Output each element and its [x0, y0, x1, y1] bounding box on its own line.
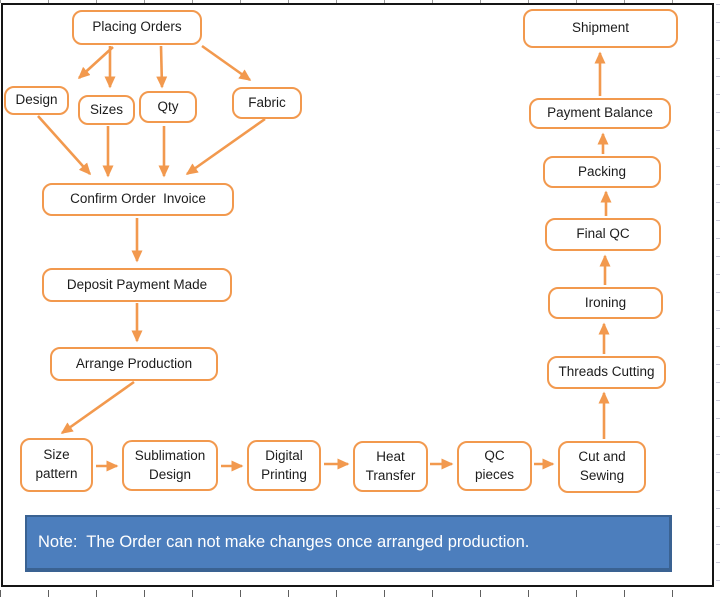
node-label: Ironing: [584, 294, 627, 310]
node-label: Design: [15, 92, 58, 108]
node-label: Cut and Sewing: [578, 449, 626, 483]
node-ironing: Ironing: [548, 287, 663, 319]
node-qty: Qty: [139, 91, 197, 123]
node-label: Threads Cutting: [558, 364, 655, 380]
node-threads-cutting: Threads Cutting: [547, 356, 666, 389]
node-label: Fabric: [248, 94, 286, 110]
node-label: Payment Balance: [547, 105, 653, 121]
node-cut-and-sewing: Cut and Sewing: [558, 441, 646, 493]
node-label: Arrange Production: [75, 355, 193, 371]
node-deposit-payment-made: Deposit Payment Made: [42, 268, 232, 302]
node-label: Deposit Payment Made: [66, 276, 208, 292]
column-tick-marks-bottom: [0, 590, 720, 597]
node-label: Heat Transfer: [365, 448, 416, 483]
node-sizes: Sizes: [78, 95, 135, 125]
node-label: Sizes: [89, 101, 123, 117]
node-label: Qty: [157, 98, 179, 114]
node-sublimation-design: Sublimation Design: [122, 440, 218, 491]
node-qc-pieces: QC pieces: [457, 441, 532, 491]
note-text: Note: The Order can not make changes onc…: [38, 533, 530, 551]
node-label: Digital Printing: [261, 447, 307, 482]
node-design: Design: [4, 86, 69, 115]
node-label: Final QC: [576, 226, 630, 242]
node-confirm-order-invoice: Confirm Order Invoice: [42, 183, 234, 216]
node-label: Sublimation Design: [134, 447, 206, 482]
node-shipment: Shipment: [523, 9, 678, 48]
node-payment-balance: Payment Balance: [529, 98, 671, 129]
diagram-frame: [1, 3, 714, 587]
node-label: Confirm Order Invoice: [70, 191, 206, 207]
node-label: Shipment: [571, 20, 630, 36]
row-tick-marks: [716, 4, 720, 587]
node-label: Packing: [577, 163, 627, 179]
node-arrange-production: Arrange Production: [50, 347, 218, 381]
node-final-qc: Final QC: [545, 218, 661, 251]
node-label: Placing Orders: [92, 19, 182, 35]
node-heat-transfer: Heat Transfer: [353, 441, 428, 492]
node-fabric: Fabric: [232, 87, 302, 119]
column-tick-marks: [0, 0, 720, 3]
node-label: QC pieces: [474, 448, 515, 482]
note-banner: Note: The Order can not make changes onc…: [25, 515, 672, 572]
node-packing: Packing: [543, 156, 661, 188]
node-digital-printing: Digital Printing: [247, 440, 321, 491]
node-placing-orders: Placing Orders: [72, 10, 202, 45]
node-size-pattern: Size pattern: [20, 438, 93, 492]
node-label: Size pattern: [35, 447, 78, 481]
